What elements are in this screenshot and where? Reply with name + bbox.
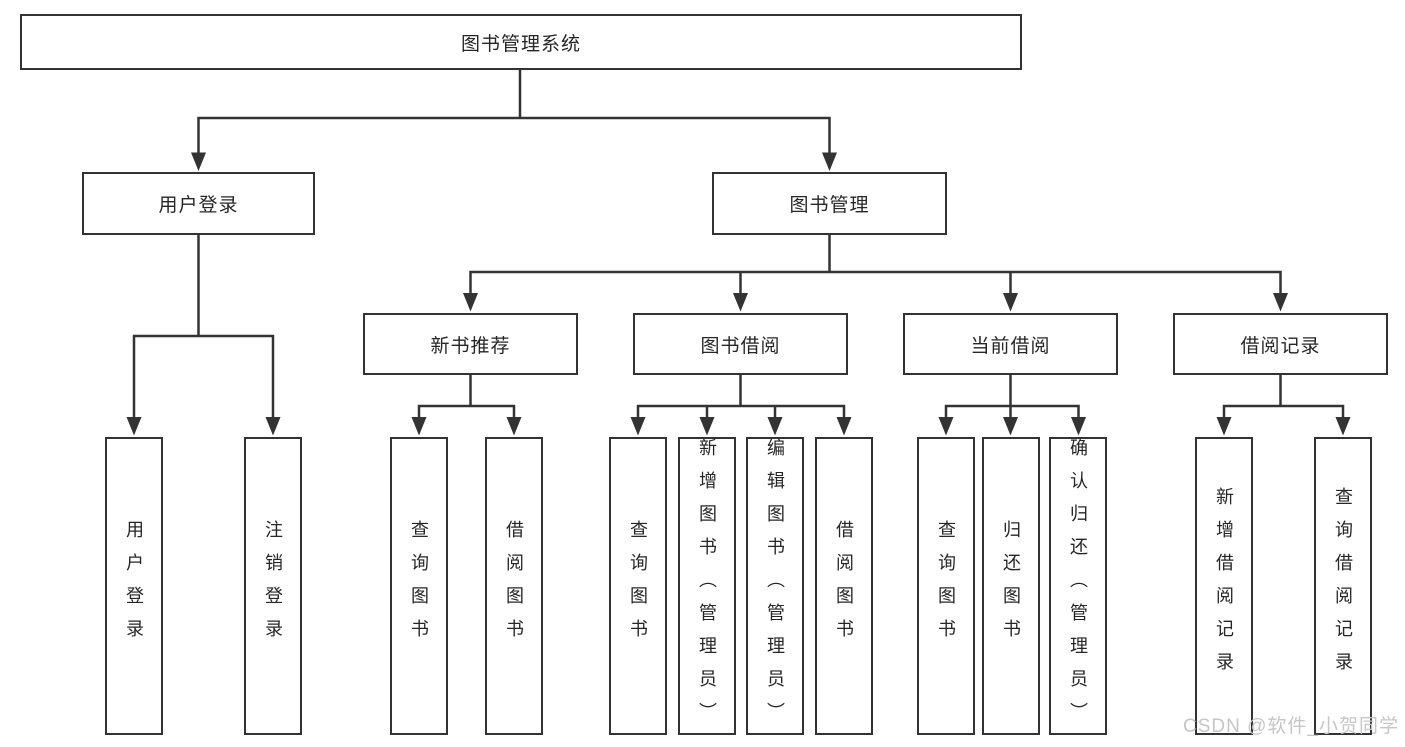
node-user-login: 用户登录 (82, 172, 315, 235)
leaf-query-book-1-label: 查询图书 (409, 520, 429, 652)
arrowhead-icon (191, 152, 206, 171)
arrowhead-icon (1003, 417, 1018, 436)
leaf-add-book-admin-label: 新增图书（管理员） (697, 437, 717, 735)
leaf-return-book: 归还图书 (982, 437, 1040, 735)
node-borrow-record: 借阅记录 (1173, 313, 1388, 375)
arrowhead-icon (699, 417, 715, 436)
node-new-book-recommend-label: 新书推荐 (430, 335, 511, 357)
leaf-query-book-3-label: 查询图书 (936, 520, 956, 652)
leaf-logout-login-label: 注销登录 (263, 520, 283, 652)
arrowhead-icon (1003, 293, 1018, 312)
arrowhead-icon (1335, 417, 1351, 436)
leaf-borrow-book-1: 借阅图书 (485, 437, 543, 735)
arrowhead-icon (1071, 417, 1086, 436)
arrowhead-icon (630, 417, 646, 436)
arrowhead-icon (822, 152, 837, 171)
connector-book-mgmt-branch (469, 270, 1282, 294)
node-root: 图书管理系统 (20, 14, 1022, 70)
arrowhead-icon (1216, 417, 1232, 436)
leaf-query-book-2-label: 查询图书 (628, 520, 648, 652)
node-new-book-recommend: 新书推荐 (363, 313, 578, 375)
leaf-edit-book-admin-label: 编辑图书（管理员） (765, 437, 785, 735)
connector-root-branch (197, 116, 831, 155)
leaf-return-book-label: 归还图书 (1001, 520, 1021, 652)
leaf-user-login: 用户登录 (105, 437, 163, 735)
leaf-add-borrow-record: 新增借阅记录 (1195, 437, 1253, 735)
node-root-label: 图书管理系统 (460, 33, 581, 55)
leaf-confirm-return-admin-label: 确认归还（管理员） (1068, 437, 1088, 735)
connector-user-login-branch (132, 334, 275, 419)
arrowhead-icon (411, 417, 427, 436)
node-book-management: 图书管理 (712, 172, 947, 235)
leaf-query-borrow-record-label: 查询借阅记录 (1333, 487, 1353, 685)
node-current-borrow-label: 当前借阅 (970, 335, 1051, 357)
leaf-query-book-1: 查询图书 (390, 437, 448, 735)
arrowhead-icon (506, 417, 522, 436)
leaf-borrow-book-2: 借阅图书 (815, 437, 873, 735)
arrowhead-icon (1273, 293, 1288, 312)
connector-new-book-branch (417, 404, 516, 419)
arrowhead-icon (463, 293, 478, 312)
leaf-add-book-admin: 新增图书（管理员） (678, 437, 736, 735)
arrowhead-icon (265, 417, 281, 436)
arrowhead-icon (836, 417, 852, 436)
leaf-user-login-label: 用户登录 (124, 520, 144, 652)
leaf-query-book-2: 查询图书 (609, 437, 667, 735)
leaf-query-book-3: 查询图书 (917, 437, 975, 735)
node-borrow-record-label: 借阅记录 (1240, 335, 1321, 357)
connector-current-borrow-branch (944, 404, 1080, 419)
node-current-borrow: 当前借阅 (903, 313, 1118, 375)
node-book-borrow: 图书借阅 (633, 313, 848, 375)
leaf-borrow-book-1-label: 借阅图书 (504, 520, 524, 652)
leaf-confirm-return-admin: 确认归还（管理员） (1049, 437, 1107, 735)
leaf-query-borrow-record: 查询借阅记录 (1314, 437, 1372, 735)
connector-borrow-record-branch (1222, 404, 1345, 419)
leaf-edit-book-admin: 编辑图书（管理员） (746, 437, 804, 735)
arrowhead-icon (733, 293, 748, 312)
arrowhead-icon (767, 417, 783, 436)
node-book-management-label: 图书管理 (789, 195, 870, 216)
leaf-borrow-book-2-label: 借阅图书 (834, 520, 854, 652)
arrowhead-icon (938, 417, 954, 436)
connector-book-borrow-branch (636, 404, 846, 419)
node-user-login-label: 用户登录 (158, 195, 239, 216)
node-book-borrow-label: 图书借阅 (700, 335, 781, 357)
leaf-logout-login: 注销登录 (244, 437, 302, 735)
arrowhead-icon (126, 417, 142, 436)
watermark: CSDN @软件_小贺同学 (1183, 716, 1399, 737)
leaf-add-borrow-record-label: 新增借阅记录 (1214, 487, 1234, 685)
